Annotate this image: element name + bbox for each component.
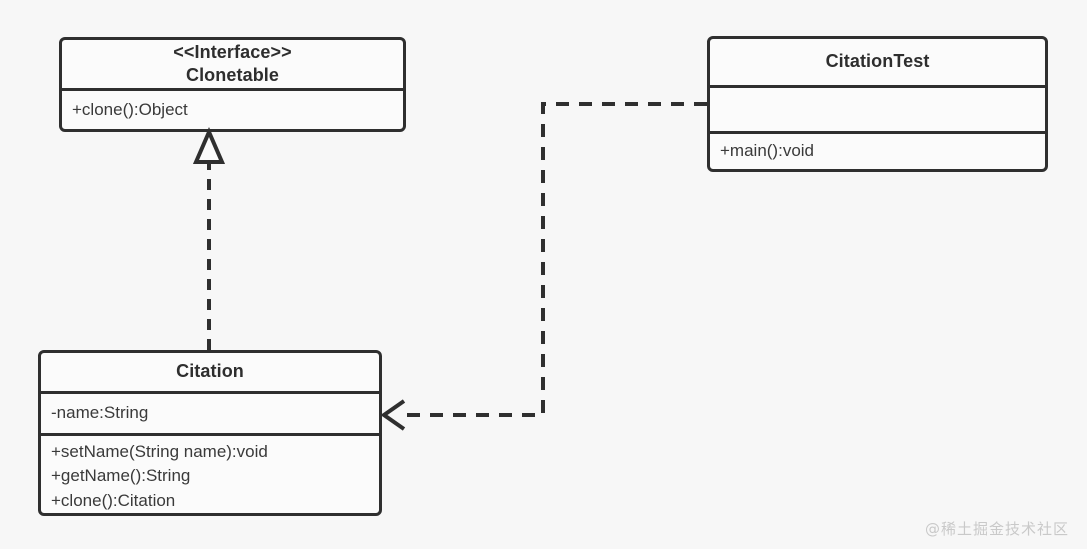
- class-methods-compartment-citationtest: +main():void: [710, 131, 1045, 169]
- class-name-citationtest: CitationTest: [825, 51, 930, 72]
- class-method: +main():void: [720, 141, 815, 161]
- class-name-citation: Citation: [176, 361, 244, 382]
- class-method: +clone():Citation: [51, 490, 176, 510]
- hollow-triangle-arrowhead-icon: [192, 126, 226, 164]
- open-arrowhead-icon: [380, 399, 406, 431]
- class-methods-compartment-citation: +setName(String name):void +getName():St…: [41, 432, 379, 513]
- class-attributes-compartment-citation: -name:String: [41, 390, 379, 433]
- class-title-compartment-citationtest: CitationTest: [710, 39, 1045, 85]
- class-methods-compartment-clonetable: +clone():Object: [62, 88, 403, 129]
- class-box-citation[interactable]: Citation -name:String +setName(String na…: [38, 350, 382, 516]
- class-method: +getName():String: [51, 466, 191, 486]
- class-method: +clone():Object: [72, 99, 188, 119]
- class-method: +setName(String name):void: [51, 441, 268, 461]
- watermark: @稀土掘金技术社区: [924, 520, 1069, 538]
- edge-realization-citation-clonetable: [192, 126, 226, 350]
- class-attributes-compartment-citationtest: [710, 85, 1045, 131]
- edge-dependency-citationtest-citation: [380, 102, 707, 431]
- class-title-compartment-citation: Citation: [41, 353, 379, 391]
- class-title-compartment-clonetable: <<Interface>> Clonetable: [62, 40, 403, 88]
- class-attribute: -name:String: [51, 402, 149, 422]
- class-box-clonetable[interactable]: <<Interface>> Clonetable +clone():Object: [59, 37, 406, 132]
- class-box-citationtest[interactable]: CitationTest +main():void: [707, 36, 1048, 172]
- class-stereotype-clonetable: <<Interface>>: [173, 41, 292, 62]
- dependency-dashed-line: [400, 102, 707, 417]
- class-name-clonetable: Clonetable: [185, 65, 279, 85]
